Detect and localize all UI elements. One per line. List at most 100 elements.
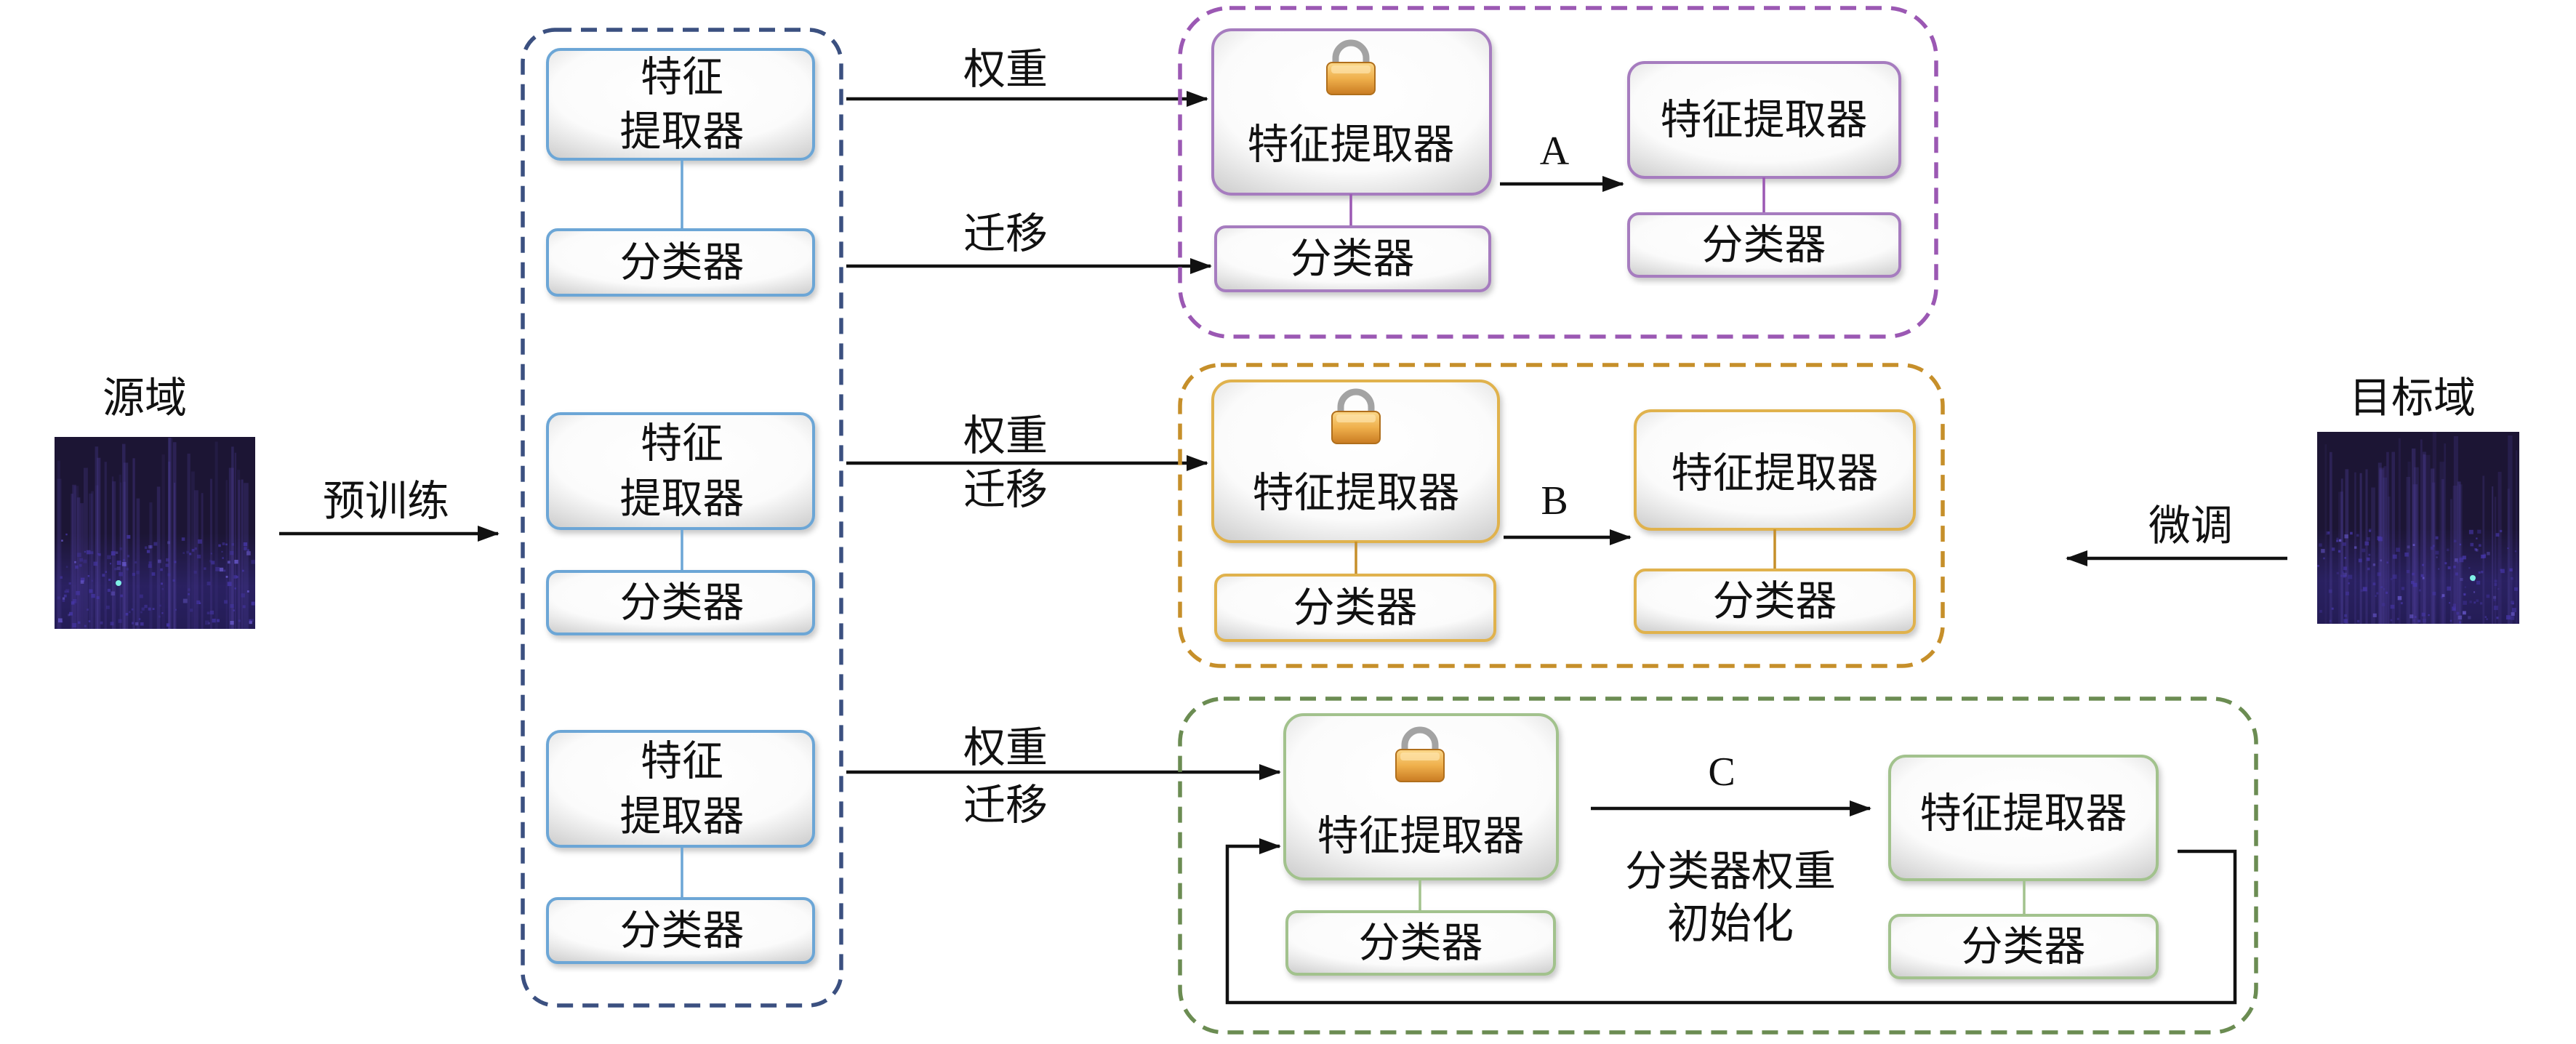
spectrogram-speckle (79, 558, 84, 562)
spectrogram-speckle (2356, 534, 2359, 537)
spectrogram-speckle (146, 550, 151, 553)
spectrogram-speckle (150, 545, 153, 549)
spectrogram-speckle (2507, 547, 2509, 550)
spectrogram-speckle (2476, 580, 2481, 585)
spectrogram-speckle (2484, 616, 2487, 618)
spectrogram-speckle (68, 614, 71, 617)
frozen-feature-extractor-label: 特征提取器 (1317, 812, 1525, 860)
spectrogram-speckle (2460, 556, 2464, 560)
spectrogram-streak (2379, 467, 2385, 624)
spectrogram-speckle (2343, 566, 2347, 571)
frozen-feature-extractor-label: 特征提取器 (1253, 469, 1460, 517)
spectrogram-streak (2365, 469, 2368, 624)
strategy-b-frame (1178, 363, 1945, 668)
classifier-label: 分类器 (620, 579, 745, 627)
spectrogram-speckle (140, 622, 144, 626)
spectrogram-speckle (251, 619, 254, 622)
spectrogram-speckle (2484, 553, 2486, 555)
transfer-label-a-transfer: 迁移 (963, 209, 1048, 258)
spectrogram-speckle (231, 543, 234, 546)
spectrogram-speckle (2475, 549, 2479, 552)
spectrogram-speckle (80, 577, 85, 582)
spectrogram-streak (2386, 451, 2389, 624)
spectrogram-speckle (127, 555, 130, 558)
spectrogram-speckle (118, 619, 122, 623)
spectrogram-streak (95, 485, 97, 629)
spectrogram-speckle (159, 604, 161, 607)
spectrogram-speckle (210, 553, 212, 555)
spectrogram-speckle (230, 604, 234, 609)
spectrogram-speckle (2476, 537, 2478, 539)
spectrogram-speckle (2444, 562, 2447, 565)
target-spectrogram (2317, 432, 2519, 624)
spectrogram-speckle (222, 557, 224, 559)
spectrogram-speckle (2455, 558, 2458, 562)
spectrogram-speckle (2468, 567, 2471, 569)
spectrogram-speckle (2478, 571, 2481, 574)
spectrogram-streak (2457, 481, 2461, 624)
spectrogram-streak (2345, 469, 2349, 624)
spectrogram-streak (168, 461, 171, 629)
spectrogram-streak (2391, 451, 2395, 624)
spectrogram-speckle (132, 622, 135, 625)
spectrogram-speckle (2344, 534, 2348, 539)
spectrogram-speckle (2481, 571, 2484, 574)
spectrogram-streak (97, 457, 101, 629)
spectrogram-speckle (2428, 614, 2430, 617)
spectrogram-speckle (68, 582, 71, 585)
spectrogram-streak (237, 470, 241, 629)
spectrogram-speckle (167, 573, 171, 577)
spectrogram-speckle (2383, 588, 2386, 590)
spectrogram-speckle (2362, 548, 2366, 553)
strategy-a: 特征提取器 分类器 A 特征提取器 分类器 (1178, 6, 1938, 339)
spectrogram-speckle (227, 582, 232, 587)
target-domain-label: 目标域 (2349, 373, 2476, 422)
spectrogram-speckle (65, 533, 68, 536)
spectrogram-streak (2432, 432, 2436, 624)
spectrogram-streak (2412, 484, 2418, 624)
spectrogram-speckle (251, 560, 255, 564)
spectrogram-streak (2449, 499, 2452, 624)
spectrogram-speckle (144, 604, 148, 609)
spectrogram-speckle (206, 611, 210, 614)
spectrogram-lowband (2317, 529, 2519, 624)
spectrogram-speckle (158, 559, 161, 563)
spectrogram-speckle (2455, 572, 2458, 576)
spectrogram-speckle (2432, 545, 2435, 547)
spectrogram-speckle (67, 590, 69, 593)
classifier-label: 分类器 (620, 238, 745, 286)
spectrogram-speckle (2410, 614, 2414, 619)
spectrogram-speckle (2493, 598, 2496, 601)
target-classifier-label: 分类器 (1962, 923, 2086, 971)
spectrogram-speckle (2509, 568, 2513, 571)
spectrogram-speckle (148, 564, 152, 569)
spectrogram-speckle (69, 611, 73, 616)
spectrogram-speckle (230, 621, 234, 625)
spectrogram-speckle (241, 593, 245, 598)
spectrogram-speckle (2432, 592, 2436, 595)
spectrogram-speckle (131, 608, 134, 611)
spectrogram-speckle (78, 621, 81, 625)
spectrogram-speckle (2344, 614, 2347, 617)
spectrogram-speckle (72, 599, 77, 603)
spectrogram-speckle (2422, 618, 2426, 623)
spectrogram-speckle (2360, 589, 2363, 592)
spectrogram-speckle (2474, 548, 2477, 551)
classifier-box (546, 570, 815, 635)
spectrogram-streak (2516, 450, 2518, 624)
feedback-loop-arrow (1225, 838, 2237, 1005)
spectrogram-streak (2508, 435, 2513, 624)
spectrogram-speckle (224, 600, 228, 604)
spectrogram-streak (2507, 489, 2510, 624)
spectrogram-speckle (2348, 582, 2350, 585)
spectrogram-streak (244, 483, 249, 629)
spectrogram-peak (2470, 575, 2476, 581)
spectrogram-speckle (2438, 568, 2440, 570)
spectrogram-speckle (212, 619, 216, 623)
spectrogram-speckle (2342, 542, 2346, 546)
spectrogram-streak (225, 480, 228, 629)
spectrogram-speckle (2344, 557, 2346, 559)
source-spectrogram (55, 437, 255, 629)
